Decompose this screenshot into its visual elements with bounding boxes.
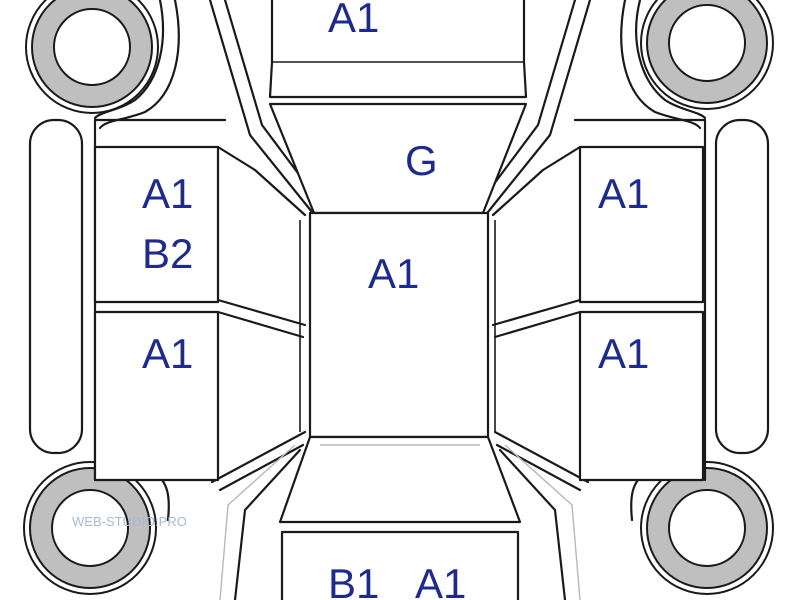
fender-outlines: [93, 0, 707, 522]
roof-panel: [308, 211, 490, 439]
right-front-door-code: A1: [598, 170, 649, 217]
right-body-edge: [480, 0, 707, 600]
left-rear-door-code: A1: [142, 330, 193, 377]
hood-code: A1: [328, 0, 379, 41]
wheel-front-right: [640, 0, 774, 110]
left-front-door-code-1: A1: [142, 170, 193, 217]
roof-code: A1: [368, 250, 419, 297]
windshield-panel: [268, 102, 528, 215]
left-a-pillar: [216, 145, 307, 217]
right-sill: [714, 118, 770, 455]
wheel-rear-left: [23, 461, 157, 595]
right-a-pillar: [491, 145, 582, 217]
hood-panel: [268, 0, 528, 99]
trunk-code-right: A1: [415, 560, 466, 600]
right-rear-door: [578, 310, 705, 482]
left-front-door: [93, 145, 220, 304]
wheel-front-left: [25, 0, 159, 114]
left-front-door-code-2: B2: [142, 230, 193, 277]
watermark: WEB-STUDIO.PRO: [72, 514, 187, 529]
right-rear-door-code: A1: [598, 330, 649, 377]
right-front-door: [578, 145, 705, 304]
left-door-seam: [216, 298, 307, 339]
left-sill: [28, 118, 84, 455]
rear-window-panel: [278, 435, 522, 524]
right-door-seam: [491, 298, 582, 339]
left-rear-door: [93, 310, 220, 482]
trunk-code-left: B1: [328, 560, 379, 600]
roof-rails: [299, 220, 496, 432]
trunk-panel: [280, 530, 520, 600]
wheel-rear-right: [640, 461, 774, 595]
windshield-code: G: [405, 137, 438, 184]
